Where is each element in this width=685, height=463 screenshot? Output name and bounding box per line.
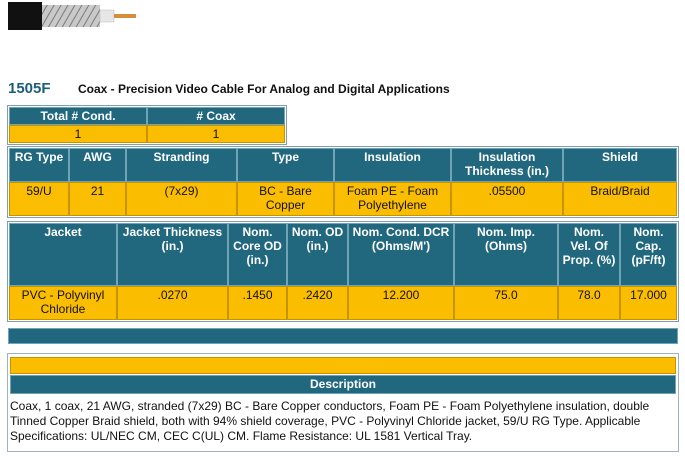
value-vel-prop: 78.0 [558, 286, 620, 320]
value-coax-count: 1 [147, 125, 285, 143]
product-title: Coax - Precision Video Cable For Analog … [78, 82, 450, 96]
value-insulation: Foam PE - Foam Polyethylene [334, 182, 451, 216]
header-coax-count: # Coax [147, 107, 285, 125]
header-type: Type [237, 148, 334, 182]
value-total-cond: 1 [9, 125, 147, 143]
header-rg-type: RG Type [9, 148, 69, 182]
description-text: Coax, 1 coax, 21 AWG, stranded (7x29) BC… [10, 399, 650, 443]
header-core-od: Nom. Core OD (in.) [228, 223, 287, 286]
coax-cable-image [8, 2, 136, 30]
header-cond-dcr: Nom. Cond. DCR (Ohms/M') [348, 223, 454, 286]
description-section: Description Coax, 1 coax, 21 AWG, strand… [7, 353, 679, 452]
header-nom-imp: Nom. Imp. (Ohms) [454, 223, 558, 286]
header-awg: AWG [69, 148, 126, 182]
header-jacket: Jacket [9, 223, 117, 286]
table-divider-bar [8, 328, 678, 344]
value-nom-od: .2420 [287, 286, 348, 320]
value-awg: 21 [69, 182, 126, 216]
header-insulation-thickness: Insulation Thickness (in.) [451, 148, 563, 182]
value-stranding: (7x29) [126, 182, 237, 216]
value-type: BC - Bare Copper [237, 182, 334, 216]
construction-table: RG Type AWG Stranding Type Insulation In… [7, 146, 679, 218]
header-insulation: Insulation [334, 148, 451, 182]
product-header: 1505F Coax - Precision Video Cable For A… [8, 80, 450, 100]
conductor-count-table: Total # Cond. # Coax 1 1 [7, 105, 287, 145]
value-jacket: PVC - Polyvinyl Chloride [9, 286, 117, 320]
value-insulation-thickness: .05500 [451, 182, 563, 216]
header-vel-prop: Nom. Vel. Of Prop. (%) [558, 223, 620, 286]
electrical-table: Jacket Jacket Thickness (in.) Nom. Core … [7, 221, 679, 322]
description-spacer-bar [10, 357, 676, 374]
header-total-cond: Total # Cond. [9, 107, 147, 125]
value-rg-type: 59/U [9, 182, 69, 216]
value-shield: Braid/Braid [563, 182, 677, 216]
value-nom-imp: 75.0 [454, 286, 558, 320]
value-cond-dcr: 12.200 [348, 286, 454, 320]
header-nom-od: Nom. OD (in.) [287, 223, 348, 286]
description-heading: Description [10, 375, 676, 394]
value-jacket-thickness: .0270 [117, 286, 228, 320]
part-number: 1505F [8, 80, 51, 97]
header-nom-cap: Nom. Cap. (pF/ft) [620, 223, 677, 286]
header-stranding: Stranding [126, 148, 237, 182]
header-jacket-thickness: Jacket Thickness (in.) [117, 223, 228, 286]
value-core-od: .1450 [228, 286, 287, 320]
value-nom-cap: 17.000 [620, 286, 677, 320]
header-shield: Shield [563, 148, 677, 182]
